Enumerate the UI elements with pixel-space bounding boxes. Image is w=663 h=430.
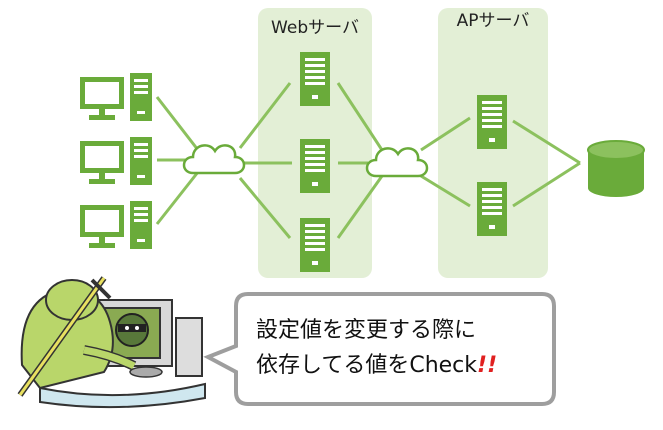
ap-server-label: APサーバ xyxy=(457,11,530,31)
exclamation-marks: !! xyxy=(477,353,497,378)
server-icon xyxy=(300,218,330,272)
pc-icon xyxy=(80,73,152,121)
server-icon xyxy=(477,182,507,236)
cloud-icon xyxy=(365,147,429,178)
bubble-line-2: 依存してる値をCheck!! xyxy=(256,353,497,378)
cloud-icon xyxy=(182,144,246,175)
ninja-hacker-icon xyxy=(17,276,206,409)
pc-icon xyxy=(80,137,152,185)
bubble-line-1: 設定値を変更する際に xyxy=(256,318,476,343)
bubble-line-2-text: 依存してる値をCheck xyxy=(256,353,477,378)
server-icon xyxy=(300,139,330,193)
server-icon xyxy=(477,95,507,149)
database-icon xyxy=(587,140,645,197)
connection-lines xyxy=(155,82,581,239)
web-server-label: Webサーバ xyxy=(271,18,359,38)
pc-icon xyxy=(80,201,152,249)
server-icon xyxy=(300,52,330,106)
speech-bubble xyxy=(203,292,556,406)
